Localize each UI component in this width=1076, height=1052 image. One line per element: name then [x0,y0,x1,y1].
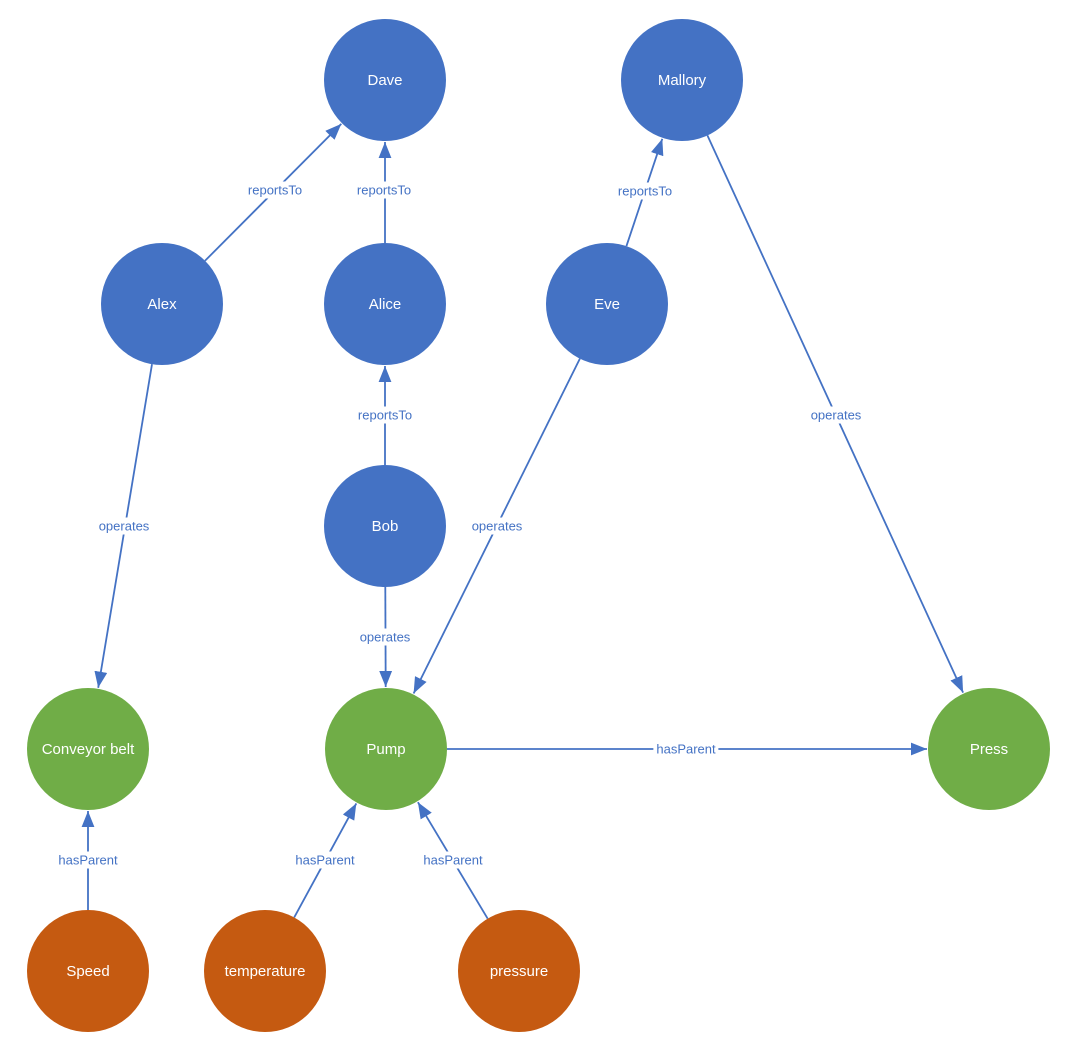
node-label-bob: Bob [371,517,399,535]
node-label-pressure: pressure [489,962,549,980]
node-label-pump: Pump [366,740,406,758]
node-label-temperature: temperature [224,962,306,980]
edge-label-alex-dave: reportsTo [244,181,306,199]
node-alex[interactable]: Alex [101,243,223,365]
node-speed[interactable]: Speed [27,910,149,1032]
node-bob[interactable]: Bob [324,465,446,587]
node-mallory[interactable]: Mallory [621,19,743,141]
edge-label-eve-pump: operates [468,517,526,535]
node-temperature[interactable]: temperature [204,910,326,1032]
node-label-speed: Speed [66,962,110,980]
node-conveyor-belt[interactable]: Conveyor belt [27,688,149,810]
edge-label-pump-press: hasParent [653,740,719,758]
edge-label-bob-alice: reportsTo [354,406,416,424]
node-dave[interactable]: Dave [324,19,446,141]
edge-label-pressure-pump: hasParent [420,851,486,869]
node-label-press: Press [969,740,1009,758]
node-label-dave: Dave [367,71,403,89]
edge-label-eve-mallory: reportsTo [614,182,676,200]
node-label-alice: Alice [368,295,402,313]
edge-label-speed-conveyor-belt: hasParent [55,851,121,869]
node-alice[interactable]: Alice [324,243,446,365]
node-label-mallory: Mallory [657,71,707,89]
edge-label-alice-dave: reportsTo [353,181,415,199]
edge-label-bob-pump: operates [356,628,414,646]
node-eve[interactable]: Eve [546,243,668,365]
node-pressure[interactable]: pressure [458,910,580,1032]
node-label-alex: Alex [147,295,177,313]
node-press[interactable]: Press [928,688,1050,810]
node-pump[interactable]: Pump [325,688,447,810]
edge-label-temperature-pump: hasParent [292,851,358,869]
edge-label-alex-conveyor-belt: operates [95,517,153,535]
node-label-conveyor-belt: Conveyor belt [41,740,135,758]
edge-label-mallory-press: operates [807,406,865,424]
node-label-eve: Eve [594,295,620,313]
